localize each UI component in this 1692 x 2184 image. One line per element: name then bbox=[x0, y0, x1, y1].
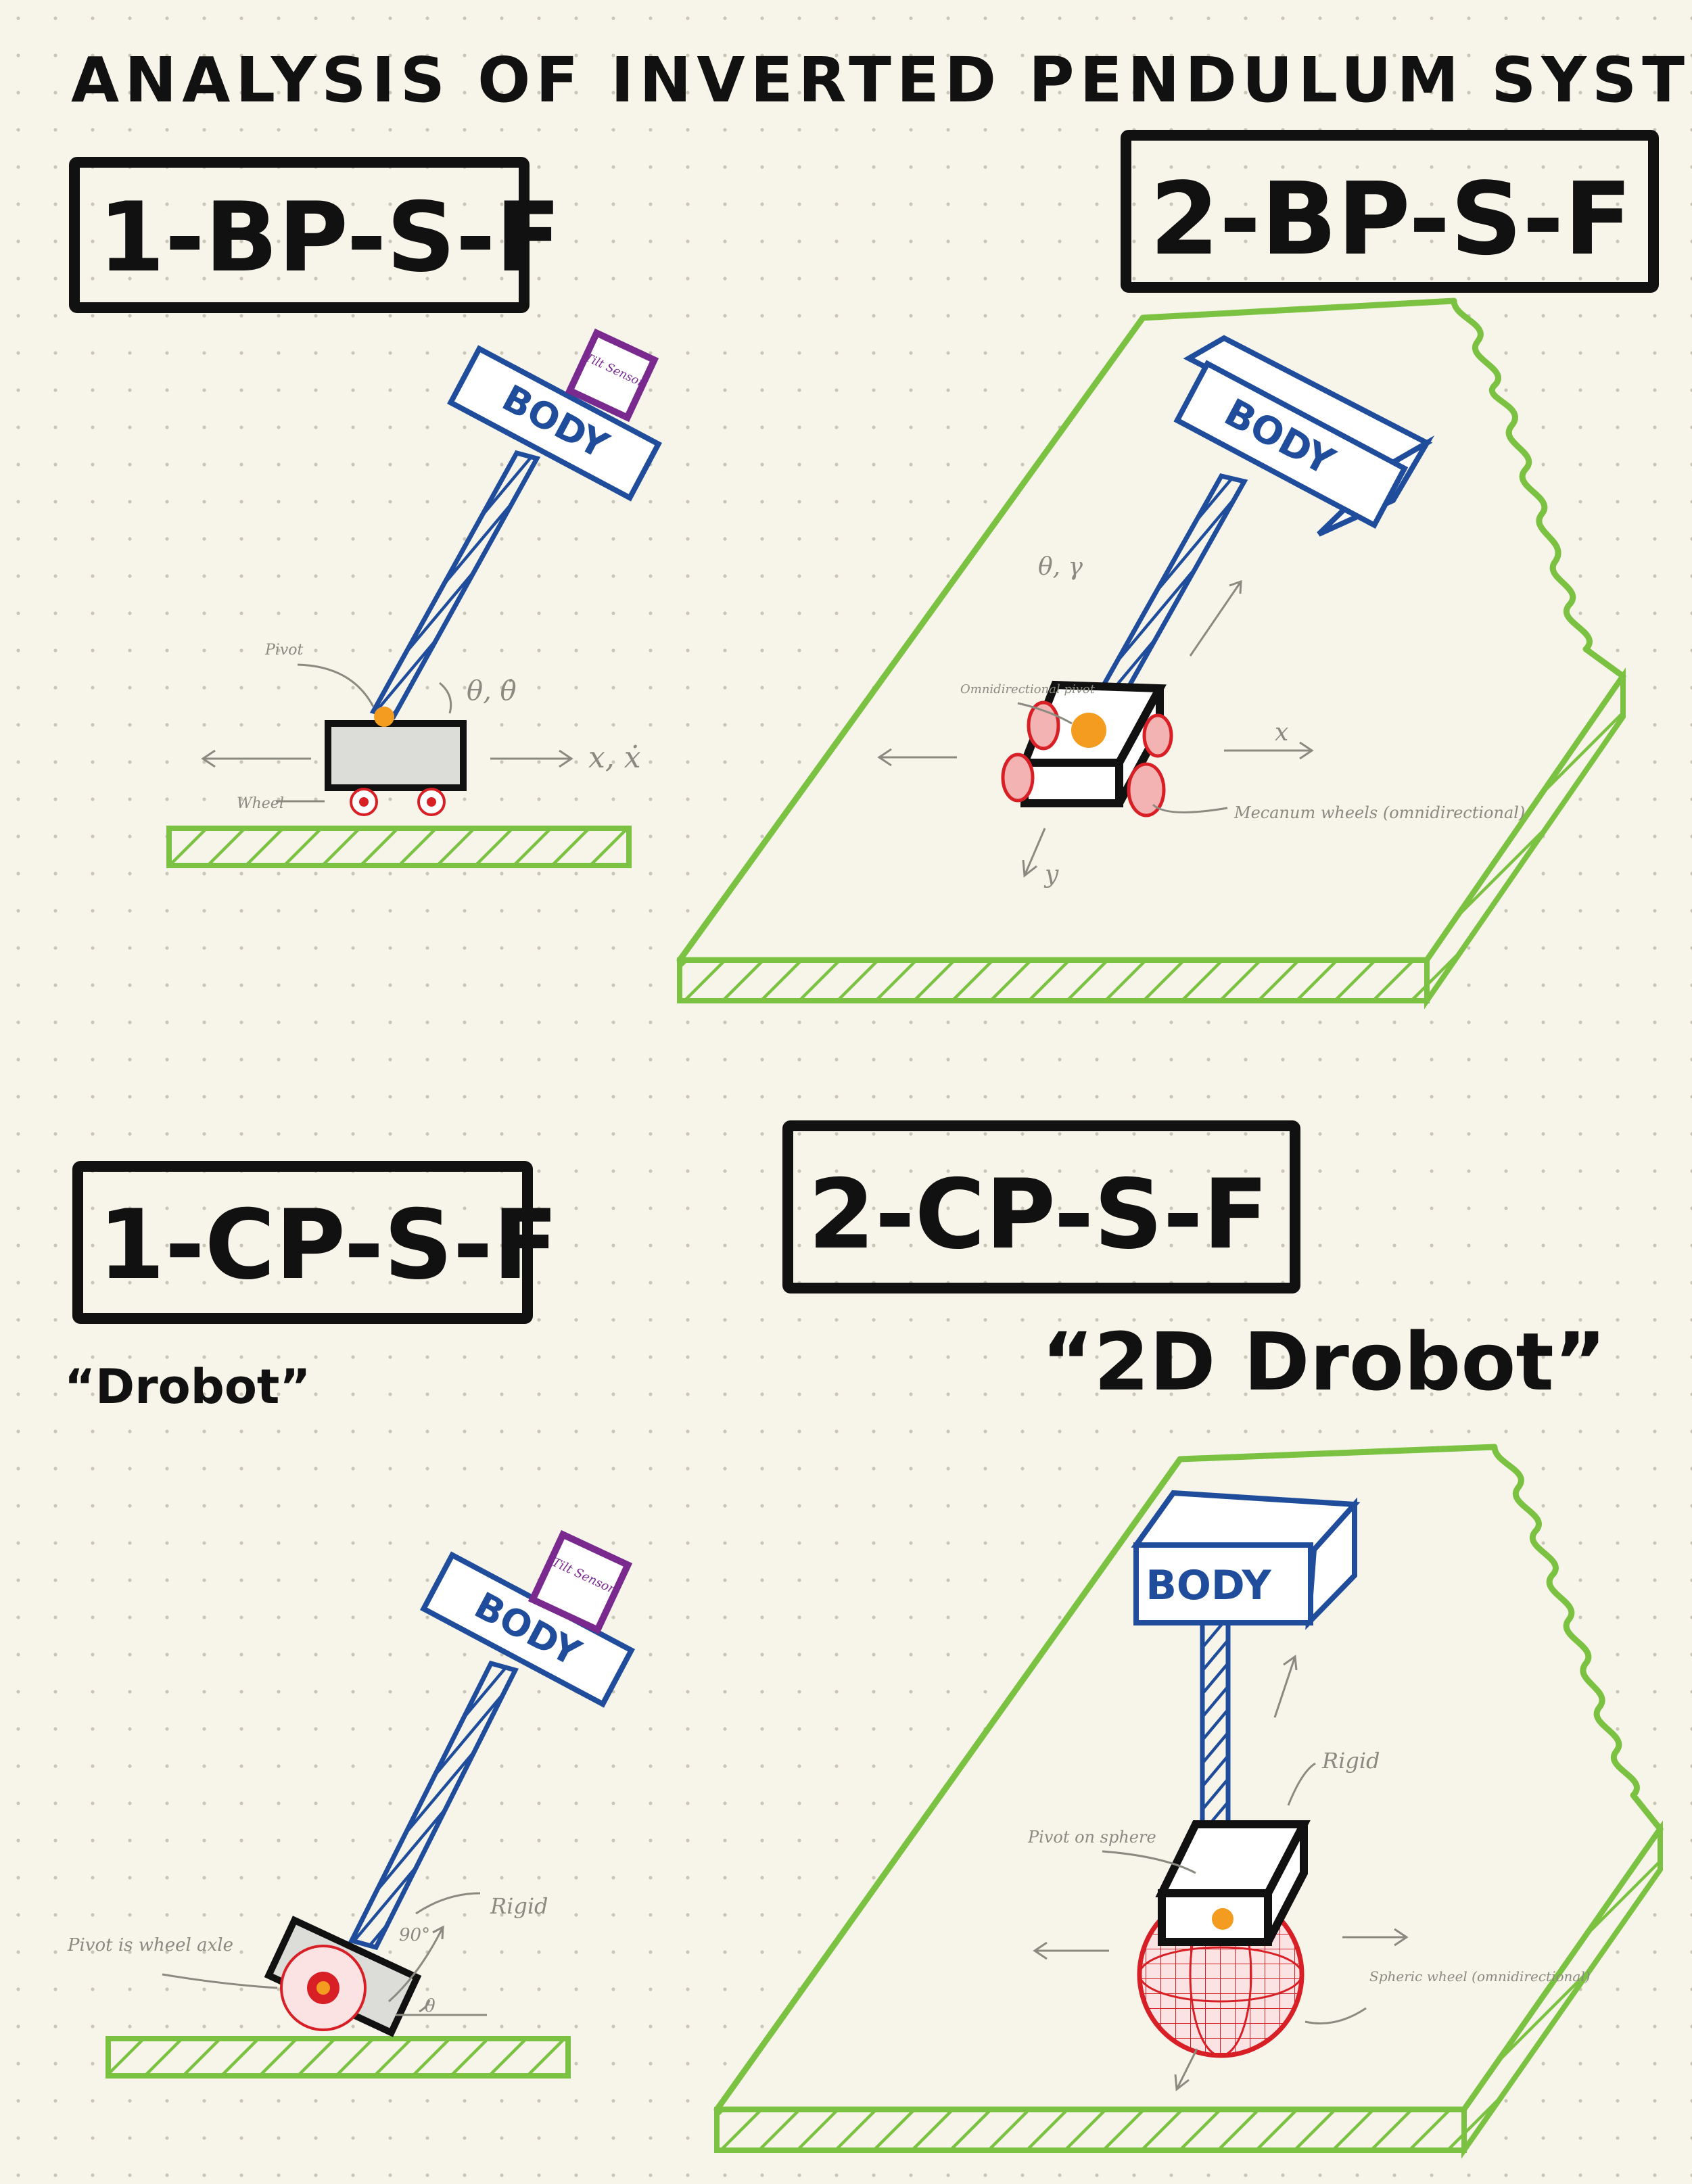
ground-3 bbox=[105, 2036, 571, 2079]
pivot-note-3: Pivot is wheel axle bbox=[67, 1935, 233, 1955]
platform-side-edge-2 bbox=[1424, 667, 1626, 1010]
sphere-cart-4 bbox=[1155, 1820, 1311, 1946]
angles-note-2: θ, γ bbox=[1038, 553, 1083, 581]
pivot-note-2: Omnidirectional pivot bbox=[960, 682, 1096, 696]
y-note-2: y bbox=[1043, 861, 1059, 888]
nickname-2d-drobot: “2D Drobot” bbox=[1041, 1315, 1606, 1408]
panel-4-label-box bbox=[782, 1120, 1300, 1293]
pivot-dot-4 bbox=[1212, 1908, 1233, 1930]
pivot-note-4: Pivot on sphere bbox=[1027, 1828, 1156, 1847]
panel-2-label-box bbox=[1121, 130, 1659, 293]
panel-2-label: 2-BP-S-F bbox=[1150, 161, 1632, 277]
rigid-note-3: Rigid bbox=[490, 1893, 548, 1919]
page-title: ANALYSIS OF INVERTED PENDULUM SYSTEMS bbox=[71, 44, 1692, 116]
platform-front-edge-2 bbox=[677, 957, 1430, 1003]
panel-1-label-box bbox=[69, 157, 530, 313]
ground-1 bbox=[166, 826, 632, 868]
panel-3-label-box bbox=[72, 1161, 533, 1324]
panel-2-bp-s-f: 2-BP-S-F BODY bbox=[676, 130, 1659, 1010]
theta-note-1: θ, θ̇ bbox=[467, 675, 517, 707]
annotations-2 bbox=[877, 579, 1314, 878]
platform-side-edge-4 bbox=[1461, 1820, 1663, 2159]
panel-4-label: 2-CP-S-F bbox=[808, 1159, 1269, 1271]
annotations-4 bbox=[1033, 1655, 1409, 2091]
pivot-note-1: Pivot bbox=[264, 642, 304, 659]
wheel-note-4: Spheric wheel (omnidirectional) bbox=[1369, 1968, 1591, 1985]
wheel-note-1: Wheel bbox=[237, 795, 284, 812]
pivot-dot-2 bbox=[1071, 713, 1106, 748]
panel-3-cp-s-f: 1-CP-S-F “Drobot” BODY Tilt Sensor Piv bbox=[64, 1161, 635, 2079]
cart-1 bbox=[325, 720, 467, 791]
panel-4-cp-s-f: 2-CP-S-F “2D Drobot” BODY bbox=[713, 1120, 1664, 2159]
rigid-note-4: Rigid bbox=[1321, 1748, 1380, 1774]
panel-3-label: 1-CP-S-F bbox=[98, 1189, 559, 1301]
nickname-drobot: “Drobot” bbox=[64, 1359, 310, 1415]
wheels-note-2: Mecanum wheels (omnidirectional) bbox=[1233, 803, 1525, 822]
tilt-sensor-3: Tilt Sensor bbox=[527, 1529, 633, 1635]
drive-wheel-3 bbox=[280, 1945, 367, 2031]
theta-note-3: θ bbox=[425, 1996, 436, 2016]
x-note-2: x bbox=[1275, 719, 1288, 746]
platform-4 bbox=[713, 1444, 1664, 2113]
pendulum-pole-3 bbox=[348, 1660, 519, 1951]
body-block-4: BODY bbox=[1131, 1490, 1361, 1630]
platform-front-edge-4 bbox=[714, 2107, 1467, 2153]
angle-note-3: 90° bbox=[399, 1925, 430, 1945]
wheels-1 bbox=[350, 788, 446, 816]
annotations-1 bbox=[201, 663, 573, 803]
panel-1-bp-s-f: 1-BP-S-F BODY Tilt Sensor bbox=[69, 157, 662, 868]
tilt-sensor-1: Tilt Sensor bbox=[565, 328, 659, 423]
body-label-4: BODY bbox=[1146, 1562, 1272, 1609]
panel-1-label: 1-BP-S-F bbox=[98, 182, 561, 293]
body-block-2: BODY bbox=[1173, 335, 1435, 537]
annotations-3 bbox=[162, 1892, 487, 2016]
pivot-dot-1 bbox=[374, 707, 394, 727]
x-note-1: x, ẋ bbox=[588, 740, 641, 775]
